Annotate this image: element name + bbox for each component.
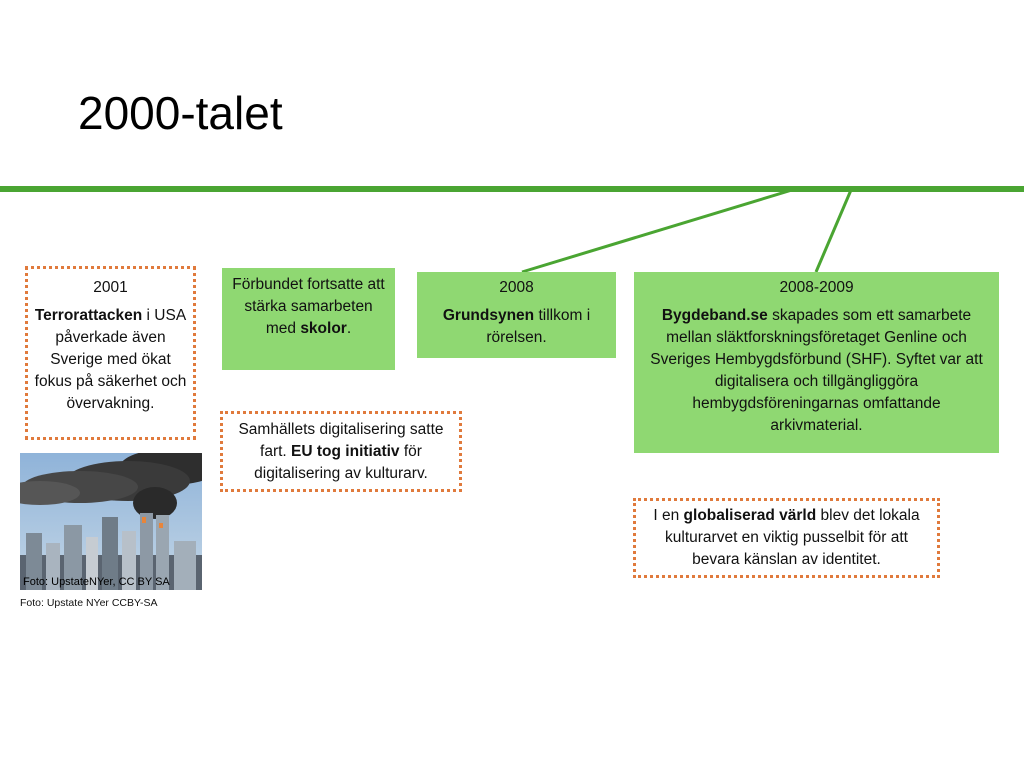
event-body: tillkom i rörelsen. [486, 307, 591, 346]
event-body: i USA påverkade även Sverige med ökat fo… [34, 307, 187, 412]
event-body-end: för digitalisering av kulturarv. [254, 443, 428, 482]
event-box-digitalisation: Samhällets digitalisering satte fart. EU… [220, 411, 462, 492]
event-year: 2001 [93, 279, 128, 296]
smoking-skyline-photo-icon [20, 453, 202, 590]
event-text: Förbundet fortsatte att stärka samarbete… [228, 274, 389, 340]
event-text: Bygdeband.se skapades som ett samarbete … [646, 305, 987, 437]
event-body: I en [653, 507, 684, 524]
event-highlight: Grundsynen [442, 307, 535, 324]
connector-2008 [521, 188, 793, 274]
event-box-globalisation: I en globaliserad värld blev det lokala … [633, 498, 940, 578]
event-box-2001: 2001 Terrorattacken i USA påverkade även… [25, 266, 196, 440]
event-text: Grundsynen tillkom i rörelsen. [425, 305, 608, 349]
event-year: 2008-2009 [779, 279, 854, 296]
event-text: Samhällets digitalisering satte fart. EU… [229, 419, 453, 485]
slide-title: 2000-talet [78, 87, 283, 139]
event-box-2008-2009: 2008-2009 Bygdeband.se skapades som ett … [634, 272, 999, 453]
event-box-2008: 2008 Grundsynen tillkom i rörelsen. [417, 272, 616, 358]
event-body: Samhällets digitalisering satte fart. [238, 421, 444, 460]
photo-caption: Foto: Upstate NYer CCBY-SA [20, 597, 158, 609]
event-body: Förbundet fortsatte att stärka samarbete… [232, 276, 385, 337]
event-box-schools: Förbundet fortsatte att stärka samarbete… [222, 268, 395, 370]
event-body: skapades som ett samarbete mellan släktf… [650, 307, 983, 434]
photo-inner-caption: Foto: UpstateNYer, CC BY SA [23, 576, 170, 588]
connector-2008-2009 [814, 189, 853, 273]
event-highlight: Terrorattacken [34, 307, 143, 324]
event-text: Terrorattacken i USA påverkade även Sver… [34, 305, 187, 415]
event-highlight: EU tog initiativ [291, 443, 400, 460]
event-highlight: skolor [300, 320, 347, 337]
event-body-end: . [346, 320, 352, 337]
event-highlight: Bygdeband.se [661, 307, 768, 324]
event-text: I en globaliserad värld blev det lokala … [642, 505, 931, 571]
event-highlight: globaliserad värld [683, 507, 817, 524]
event-year: 2008 [499, 279, 534, 296]
event-body-end: blev det lokala kulturarvet en viktig pu… [665, 507, 920, 568]
skyline-photo: Foto: UpstateNYer, CC BY SA [20, 453, 202, 590]
